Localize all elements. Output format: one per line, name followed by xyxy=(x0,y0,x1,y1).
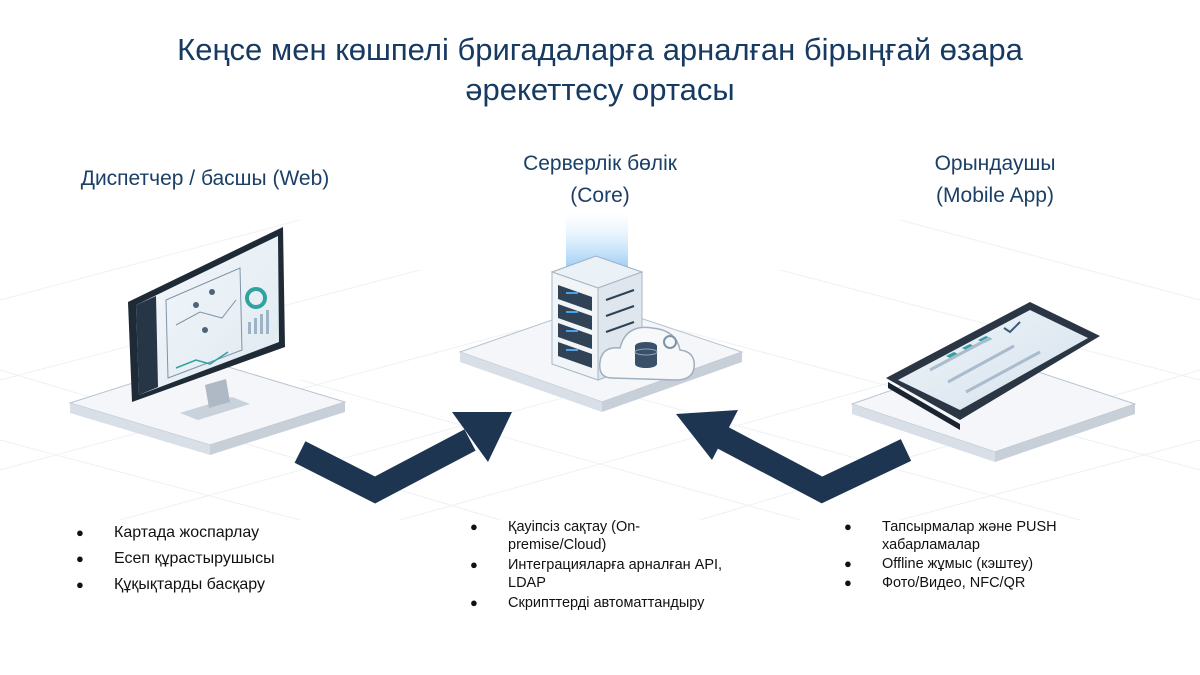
page-title-line1: Кеңсе мен көшпелі бригадаларға арналған … xyxy=(177,32,1023,67)
cloud-database-icon xyxy=(599,326,695,381)
core-feature-list: Қауіпсіз сақтау (On-premise/Cloud) Интег… xyxy=(470,518,730,614)
web-column-heading: Диспетчер / басшы (Web) xyxy=(40,163,370,195)
smartphone-icon xyxy=(886,302,1100,430)
core-heading-line1: Серверлік бөлік xyxy=(523,152,677,175)
list-item: Фото/Видео, NFC/QR xyxy=(844,574,1134,592)
left-arrow-icon xyxy=(676,410,912,504)
mobile-column-heading: Орындаушы (Mobile App) xyxy=(840,148,1150,212)
desktop-monitor-icon xyxy=(128,227,285,420)
mobile-heading-line1: Орындаушы xyxy=(934,152,1056,175)
list-item: Интеграцияларға арналған API, LDAP xyxy=(470,556,730,592)
list-item: Offline жұмыс (кэштеу) xyxy=(844,555,1134,573)
list-item: Есеп құрастырушысы xyxy=(76,546,396,572)
web-heading-text: Диспетчер / басшы (Web) xyxy=(80,167,330,190)
core-heading-line2: (Core) xyxy=(570,184,630,207)
list-item: Картада жоспарлау xyxy=(76,520,396,546)
page-title: Кеңсе мен көшпелі бригадаларға арналған … xyxy=(0,30,1200,110)
right-arrow-icon xyxy=(294,412,512,504)
list-item: Скрипттерді автоматтандыру xyxy=(470,594,730,612)
web-feature-list: Картада жоспарлау Есеп құрастырушысы Құқ… xyxy=(76,520,396,598)
core-column-heading: Серверлік бөлік (Core) xyxy=(440,148,760,212)
mobile-feature-list: Тапсырмалар және PUSH хабарламалар Offli… xyxy=(844,518,1134,593)
mobile-heading-line2: (Mobile App) xyxy=(936,184,1054,207)
page-title-line2: әрекеттесу ортасы xyxy=(465,72,735,107)
list-item: Құқықтарды басқару xyxy=(76,572,396,598)
list-item: Тапсырмалар және PUSH хабарламалар xyxy=(844,518,1134,554)
list-item: Қауіпсіз сақтау (On-premise/Cloud) xyxy=(470,518,730,554)
